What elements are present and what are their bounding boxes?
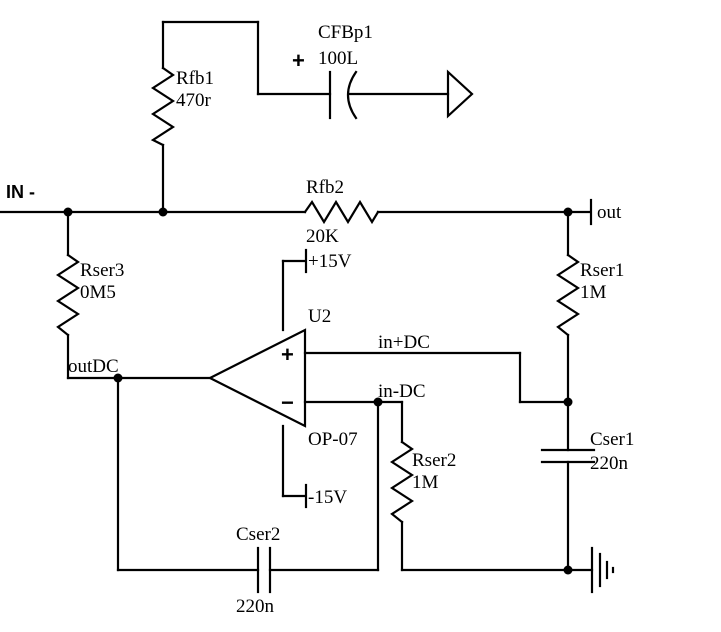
junction-dots (63, 207, 573, 575)
rser1-value-label: 1M (580, 282, 607, 303)
rser3-ref-label: Rser3 (80, 260, 124, 281)
u2-ref-label: U2 (308, 306, 331, 327)
rfb1-value-label: 470r (176, 90, 212, 111)
junction-dot (563, 397, 573, 407)
cser1-ref-label: Cser1 (590, 429, 634, 450)
rser2-resistor-icon (389, 440, 415, 524)
cfbp1-polarity-label: + (292, 48, 305, 73)
rfb2-resistor-icon (303, 199, 380, 225)
in-minus-dc-label: in-DC (378, 381, 426, 402)
cser2-capacitor-icon (256, 546, 272, 594)
signal-ground-icon (446, 69, 474, 119)
rser1-ref-label: Rser1 (580, 260, 624, 281)
opamp-minus-sign: − (281, 390, 294, 415)
rfb2-value-label: 20K (306, 226, 339, 247)
cfbp1-ref-label: CFBp1 (318, 22, 373, 43)
rser1-resistor-icon (555, 253, 581, 337)
in-minus-label: IN - (6, 182, 35, 202)
rfb1-resistor-icon (150, 66, 176, 147)
junction-dot (63, 207, 73, 217)
cser2-ref-label: Cser2 (236, 524, 280, 545)
rser2-value-label: 1M (412, 472, 439, 493)
wires (0, 20, 594, 572)
opamp-icon (207, 328, 307, 428)
junction-dot (158, 207, 168, 217)
outdc-label: outDC (68, 356, 119, 377)
junction-dot (113, 373, 123, 383)
vneg-label: -15V (308, 487, 347, 508)
rfb1-ref-label: Rfb1 (176, 68, 214, 89)
in-plus-dc-label: in+DC (378, 332, 430, 353)
cser1-capacitor-icon (540, 448, 596, 464)
junction-dot (563, 207, 573, 217)
rfb2-ref-label: Rfb2 (306, 177, 344, 198)
rser2-ref-label: Rser2 (412, 450, 456, 471)
vpos-label: +15V (308, 251, 352, 272)
cser2-value-label: 220n (236, 596, 275, 617)
cfbp1-polarized-capacitor-icon (328, 70, 358, 120)
junction-dot (373, 397, 383, 407)
out-label: out (597, 202, 622, 223)
rser3-resistor-icon (55, 253, 81, 337)
u2-value-label: OP-07 (308, 429, 358, 450)
cfbp1-value-label: 100L (318, 48, 358, 69)
opamp-plus-sign: + (281, 342, 294, 367)
junction-dot (563, 565, 573, 575)
ground-icon (590, 546, 615, 594)
rser3-value-label: 0M5 (80, 282, 116, 303)
cser1-value-label: 220n (590, 453, 629, 474)
